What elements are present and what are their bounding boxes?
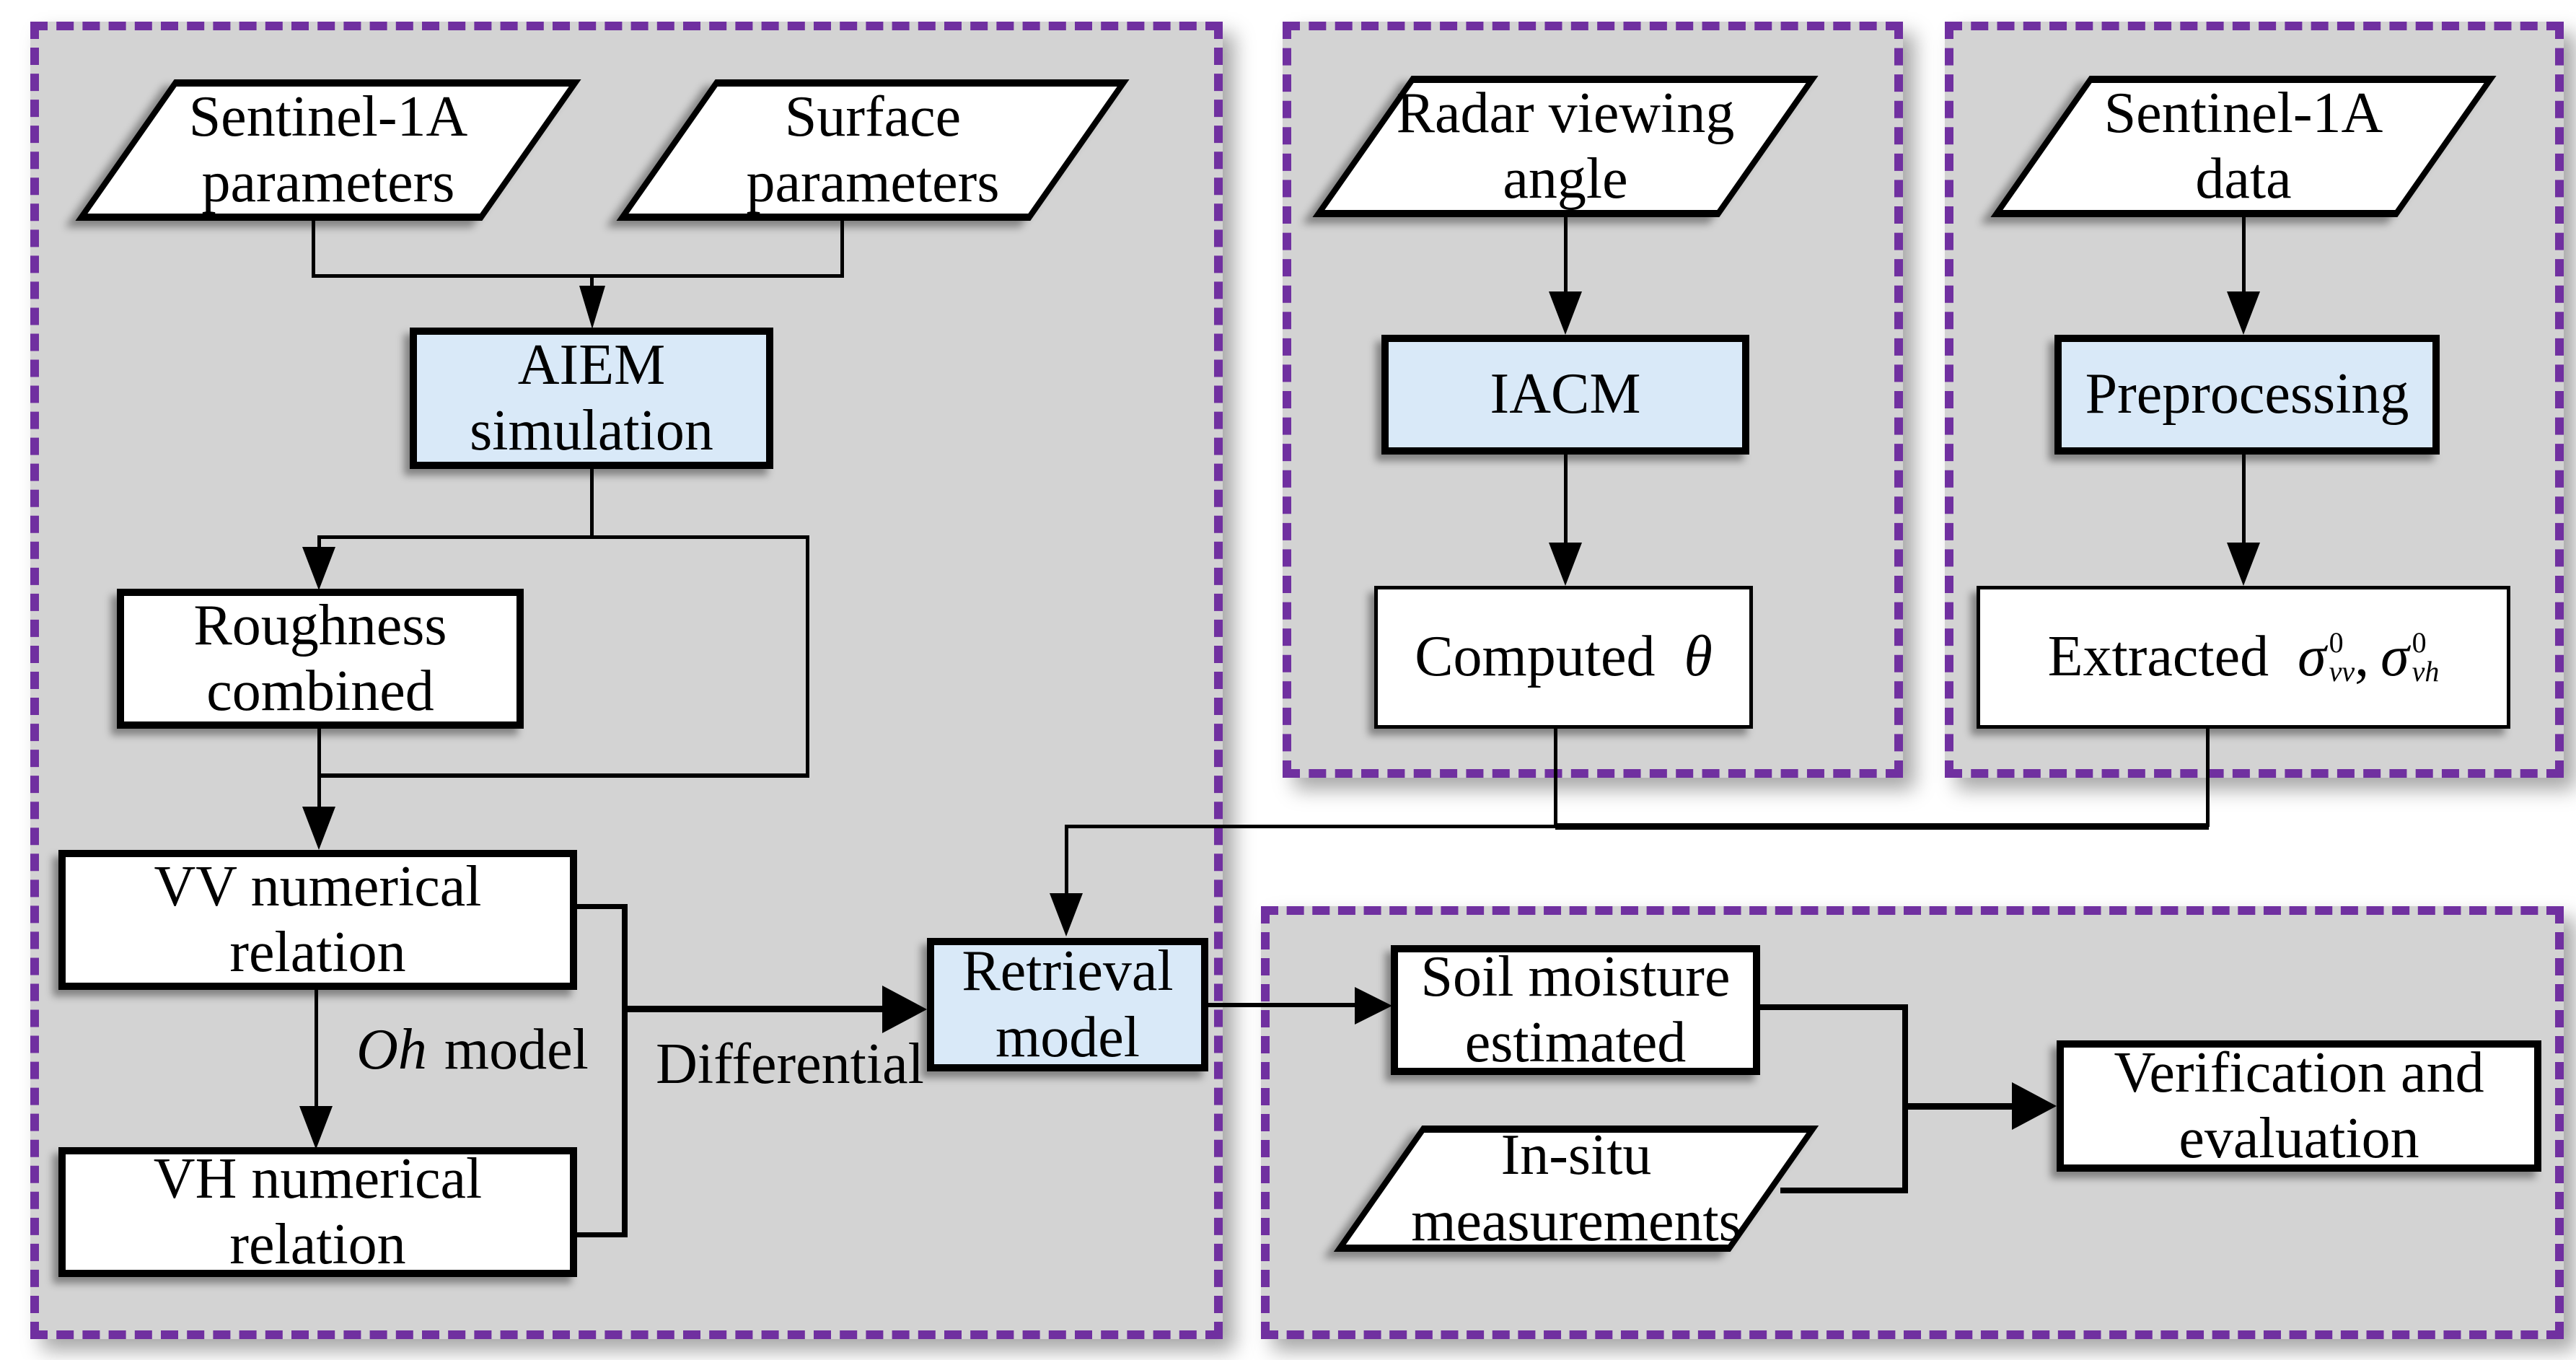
node-label: Verification and evaluation — [2114, 1040, 2484, 1170]
node-label: Soil moisture estimated — [1420, 944, 1731, 1074]
edge-differential-arrowhead — [882, 986, 927, 1033]
node-surface-parameters: Surface parameters — [610, 79, 1136, 221]
node-label: Radar viewing angle — [1396, 81, 1735, 211]
edge-radar-iacm-arrowhead — [1549, 291, 1582, 335]
node-vv-numerical-relation: VV numerical relation — [58, 850, 577, 990]
sigma-vv-symbol: σ 0 vv — [2298, 625, 2355, 689]
computed-text: Computed — [1415, 625, 1656, 689]
node-sentinel-data: Sentinel-1A data — [1984, 76, 2503, 217]
edge-vh-bracket — [577, 1232, 628, 1237]
comma: , — [2355, 625, 2370, 689]
node-label: Computed θ — [1415, 624, 1713, 690]
edge-s1data-preproc-line — [2242, 217, 2246, 298]
edge-preproc-sigma-line — [2242, 455, 2246, 547]
edge-preproc-sigma-arrowhead — [2227, 543, 2260, 586]
node-label: Roughness combined — [193, 593, 447, 723]
node-computed-theta: Computed θ — [1374, 586, 1753, 729]
edge-differential-line — [622, 1006, 884, 1012]
node-label: Extracted σ 0 vv , σ 0 vh — [2048, 624, 2440, 690]
edge-validation-bracket-v — [1902, 1004, 1908, 1193]
node-verification-evaluation: Verification and evaluation — [2057, 1040, 2541, 1172]
node-insitu-measurements: In-situ measurements — [1327, 1123, 1825, 1253]
edge-vv-bracket — [577, 904, 628, 909]
sigma-vh-symbol: σ 0 vh — [2381, 625, 2440, 689]
node-label: AIEM simulation — [470, 333, 713, 462]
edge-retrieval-soil-line — [1208, 1003, 1356, 1007]
node-label: VH numerical relation — [153, 1146, 483, 1276]
edge-collect-thick — [1555, 823, 2209, 830]
oh-model-italic: Oh — [356, 1017, 427, 1082]
edge-verification-arrowhead — [2012, 1082, 2057, 1130]
differential-text: Differential — [656, 1032, 924, 1096]
edge-collect-thin — [1065, 825, 1557, 828]
theta-symbol: θ — [1684, 625, 1713, 689]
edge-params-aiem-arrowhead — [579, 286, 605, 329]
edge-retrieval-soil-arrowhead — [1355, 987, 1392, 1025]
node-label: In-situ measurements — [1411, 1123, 1741, 1253]
edge-soil-bracket — [1760, 1004, 1908, 1010]
node-label: Sentinel-1A data — [2104, 81, 2383, 211]
node-aiem-simulation: AIEM simulation — [410, 328, 773, 469]
node-vh-numerical-relation: VH numerical relation — [58, 1147, 577, 1277]
edge-params-aiem-line — [590, 276, 594, 291]
edge-aiem-bypass-h — [317, 773, 809, 778]
edge-theta-drop — [1554, 729, 1557, 828]
node-label: IACM — [1490, 362, 1641, 426]
edge-aiem-roughness-line — [317, 535, 321, 550]
node-sentinel-parameters: Sentinel-1A parameters — [69, 79, 588, 221]
edge-aiem-roughness-arrowhead — [302, 547, 335, 590]
edge-radar-iacm-line — [1564, 217, 1568, 298]
edge-retrieval-arrowhead — [1050, 893, 1083, 936]
edge-label-oh-model: Oh model — [328, 1006, 617, 1093]
node-label: Surface parameters — [746, 84, 1000, 214]
edge-sentinelparams-drop — [312, 221, 315, 276]
edge-insitu-bracket — [1780, 1188, 1908, 1193]
edge-surfaceparams-drop — [840, 221, 844, 276]
edge-aiem-out — [590, 469, 594, 535]
node-label: VV numerical relation — [154, 854, 482, 984]
edge-s1data-preproc-arrowhead — [2227, 291, 2260, 335]
edge-iacm-theta-line — [1564, 455, 1568, 547]
node-retrieval-model: Retrieval model — [927, 938, 1208, 1071]
edge-aiem-split — [317, 535, 809, 539]
node-soil-moisture-estimated: Soil moisture estimated — [1391, 945, 1760, 1075]
extracted-text: Extracted — [2047, 625, 2269, 689]
edge-verification-line — [1902, 1103, 2013, 1110]
edge-aiem-bypass-v — [806, 535, 809, 778]
node-radar-viewing-angle: Radar viewing angle — [1306, 76, 1825, 217]
oh-model-rest: model — [444, 1017, 589, 1082]
edge-iacm-theta-arrowhead — [1549, 543, 1582, 586]
node-iacm: IACM — [1381, 335, 1749, 455]
node-roughness-combined: Roughness combined — [117, 589, 524, 729]
edge-roughness-vv-arrowhead — [302, 807, 335, 850]
edge-bracket-v — [622, 904, 628, 1237]
edge-retrieval-drop — [1065, 825, 1068, 896]
node-label: Preprocessing — [2085, 362, 2409, 426]
node-preprocessing: Preprocessing — [2054, 335, 2440, 455]
edge-vv-vh-arrowhead — [299, 1106, 333, 1149]
node-label: Sentinel-1A parameters — [188, 84, 468, 214]
edge-roughness-vv-line — [317, 729, 321, 810]
edge-sigma-drop — [2206, 729, 2210, 827]
edge-params-merge — [312, 274, 844, 278]
edge-vv-vh-line — [315, 990, 318, 1109]
node-extracted-sigma: Extracted σ 0 vv , σ 0 vh — [1977, 586, 2510, 729]
edge-label-differential: Differential — [635, 1025, 945, 1104]
node-label: Retrieval model — [962, 939, 1174, 1069]
